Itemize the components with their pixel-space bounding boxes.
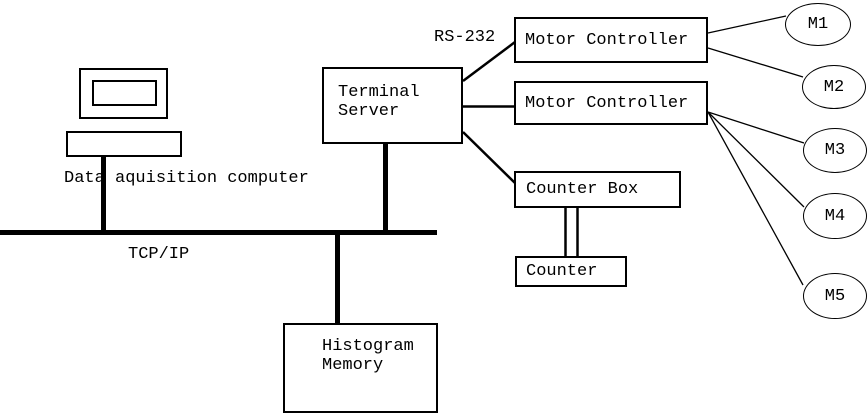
histogram-memory-label: Histogram Memory <box>322 337 414 411</box>
motor-m1-label: M1 <box>807 15 829 34</box>
histogram-memory-box: Histogram Memory <box>283 323 438 413</box>
motor-m5-label: M5 <box>824 286 846 306</box>
counter-box: Counter <box>515 256 627 287</box>
motor-m4-ellipse: M4 <box>803 193 867 239</box>
histogram-memory-label-line1: Histogram <box>322 337 414 356</box>
rs232-link-to-motor-controller-1 <box>462 41 516 82</box>
computer-keyboard-icon <box>66 131 182 157</box>
terminal-server-label-line2: Server <box>338 102 400 121</box>
controller1-to-m2-line <box>707 47 804 78</box>
motor-m4-label: M4 <box>824 206 846 226</box>
motor-controller-1-box: Motor Controller <box>514 17 708 63</box>
controller2-to-m5-line <box>707 111 804 286</box>
counter-box-box: Counter Box <box>514 171 681 208</box>
controller2-to-m4-line <box>707 111 805 208</box>
motor-m3-ellipse: M3 <box>803 128 867 173</box>
controller1-to-m1-line <box>707 15 787 34</box>
counter-box-label: Counter Box <box>526 180 639 199</box>
motor-controller-2-label: Motor Controller <box>525 93 689 113</box>
data-acquisition-computer-label: Data aquisition computer <box>64 169 309 188</box>
tcpip-label: TCP/IP <box>128 245 190 264</box>
rs232-link-to-counter-box <box>462 131 516 184</box>
rs232-label: RS-232 <box>434 28 496 47</box>
motor-m2-label: M2 <box>823 77 845 97</box>
terminal-server-box: Terminal Server <box>322 67 463 144</box>
histogram-memory-label-line2: Memory <box>322 356 384 375</box>
controller2-to-m3-line <box>707 111 805 144</box>
terminal-server-label-line1: Terminal <box>338 83 420 102</box>
counter-label: Counter <box>526 262 598 281</box>
motor-controller-1-label: Motor Controller <box>525 30 689 50</box>
computer-screen-icon <box>92 80 157 106</box>
motor-m1-ellipse: M1 <box>785 3 851 46</box>
motor-controller-2-box: Motor Controller <box>514 81 708 125</box>
motor-m5-ellipse: M5 <box>803 273 867 319</box>
motor-m2-ellipse: M2 <box>802 65 866 109</box>
terminal-server-label: Terminal Server <box>338 83 420 142</box>
motor-m3-label: M3 <box>824 141 846 160</box>
